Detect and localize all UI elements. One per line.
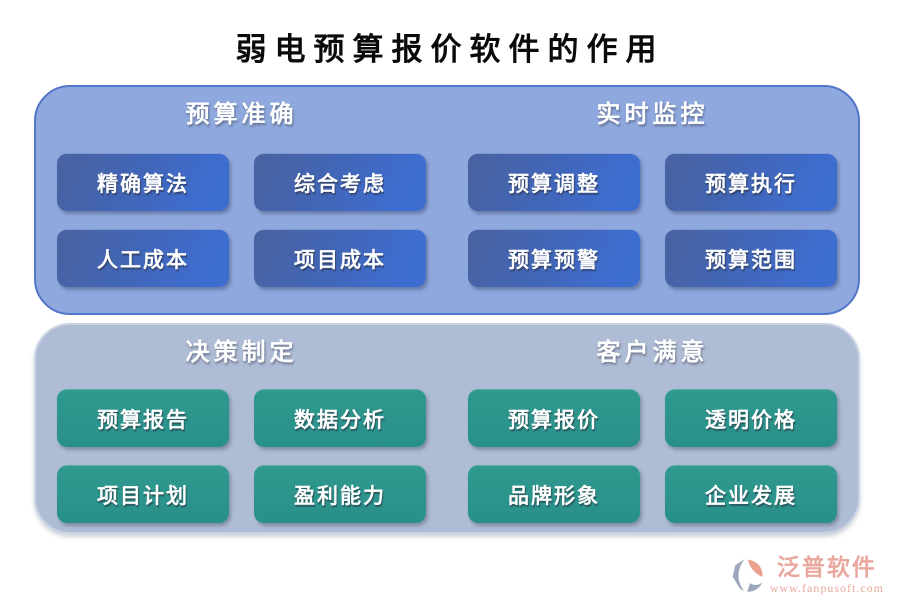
section-header: 客户满意 — [596, 340, 709, 366]
feature-button[interactable]: 预算报告 — [57, 389, 229, 447]
feature-button[interactable]: 盈利能力 — [254, 465, 426, 523]
feature-button[interactable]: 数据分析 — [254, 389, 426, 447]
panel-decision-satisfaction: 决策制定 预算报告 数据分析 项目计划 盈利能力 客户满意 预算报价 透明价格 … — [34, 323, 860, 534]
section-decision-making: 决策制定 预算报告 数据分析 项目计划 盈利能力 — [36, 325, 447, 532]
panel-budget-monitoring: 预算准确 精确算法 综合考虑 人工成本 项目成本 实时监控 预算调整 预算执行 … — [34, 85, 860, 315]
feature-button[interactable]: 预算范围 — [665, 229, 837, 287]
button-grid: 预算调整 预算执行 预算预警 预算范围 — [468, 153, 837, 287]
section-realtime-monitoring: 实时监控 预算调整 预算执行 预算预警 预算范围 — [447, 87, 858, 313]
feature-button[interactable]: 预算报价 — [468, 389, 640, 447]
feature-button[interactable]: 品牌形象 — [468, 465, 640, 523]
button-grid: 预算报告 数据分析 项目计划 盈利能力 — [57, 389, 426, 523]
page-title: 弱电预算报价软件的作用 — [235, 32, 665, 67]
section-customer-satisfaction: 客户满意 预算报价 透明价格 品牌形象 企业发展 — [447, 325, 858, 532]
brand-name: 泛普软件 — [776, 555, 877, 580]
section-header: 预算准确 — [185, 102, 298, 128]
feature-button[interactable]: 透明价格 — [665, 389, 837, 447]
section-budget-accuracy: 预算准确 精确算法 综合考虑 人工成本 项目成本 — [36, 87, 447, 313]
feature-button[interactable]: 精确算法 — [57, 153, 229, 211]
feature-button[interactable]: 预算调整 — [468, 153, 640, 211]
brand-website[interactable]: www.fanpusoft.com — [769, 581, 884, 595]
feature-button[interactable]: 综合考虑 — [254, 153, 426, 211]
feature-button[interactable]: 预算预警 — [468, 229, 640, 287]
button-grid: 预算报价 透明价格 品牌形象 企业发展 — [468, 389, 837, 523]
footer-brand: 泛普软件 www.fanpusoft.com — [730, 555, 884, 596]
feature-button[interactable]: 人工成本 — [57, 229, 229, 287]
section-header: 实时监控 — [596, 102, 709, 128]
feature-button[interactable]: 企业发展 — [665, 465, 837, 523]
section-header: 决策制定 — [185, 340, 298, 366]
feature-button[interactable]: 预算执行 — [665, 153, 837, 211]
feature-button[interactable]: 项目成本 — [254, 229, 426, 287]
feature-button[interactable]: 项目计划 — [57, 465, 229, 523]
button-grid: 精确算法 综合考虑 人工成本 项目成本 — [57, 153, 426, 287]
fanpu-logo-icon — [732, 558, 763, 592]
